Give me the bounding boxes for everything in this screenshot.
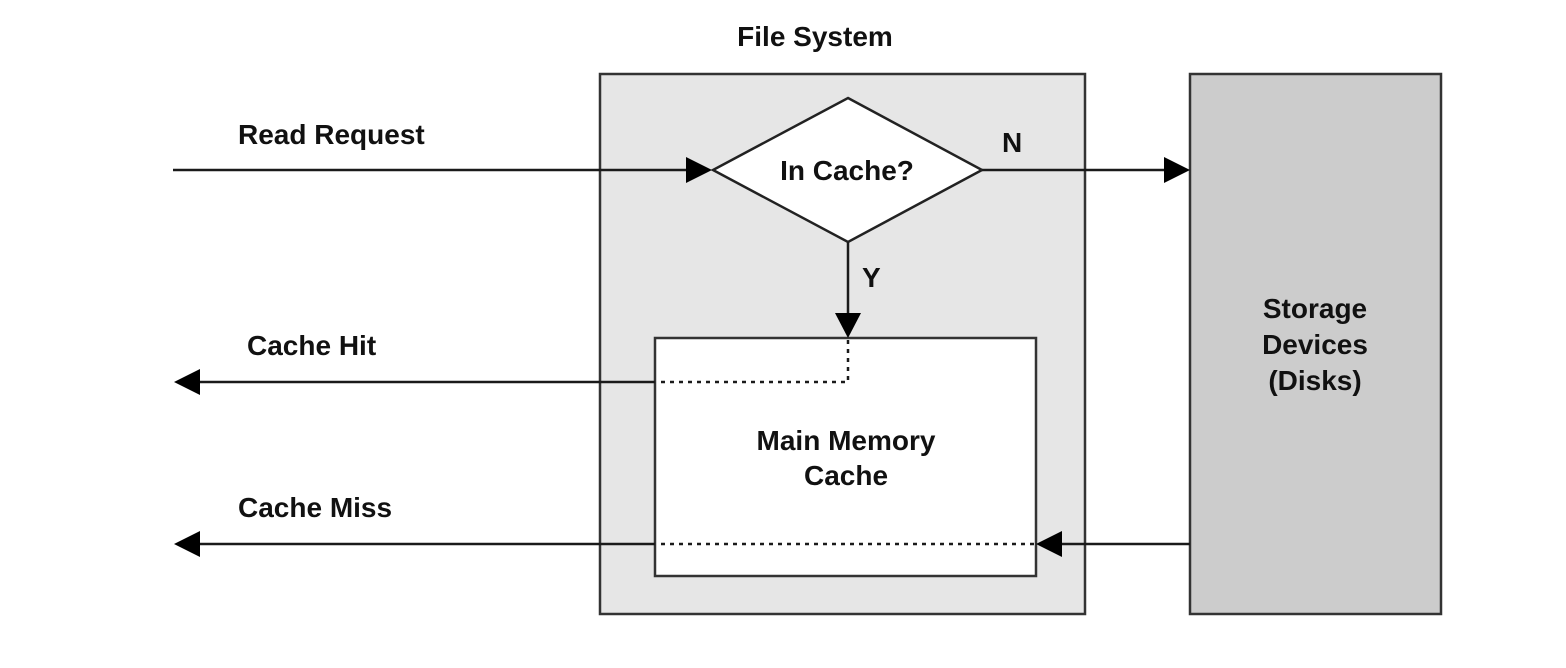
cache-miss-entry-arrowhead	[1036, 531, 1062, 557]
no-branch-label: N	[1002, 127, 1022, 158]
main-memory-cache-box	[653, 336, 1038, 578]
read-request-arrowhead	[686, 157, 712, 183]
storage-label-line-1: Storage	[1263, 293, 1367, 324]
yes-branch-arrowhead	[835, 313, 861, 338]
cache-label-line-1: Main Memory	[757, 425, 936, 456]
decision-label: In Cache?	[780, 155, 914, 186]
cache-hit-label: Cache Hit	[247, 330, 376, 361]
storage-devices-box	[1188, 72, 1443, 616]
read-request-label: Read Request	[238, 119, 425, 150]
storage-label-line-3: (Disks)	[1268, 365, 1361, 396]
cache-miss-label: Cache Miss	[238, 492, 392, 523]
cache-miss-arrowhead	[174, 531, 200, 557]
cache-label-line-2: Cache	[804, 460, 888, 491]
storage-label-line-2: Devices	[1262, 329, 1368, 360]
file-system-title: File System	[737, 21, 893, 52]
cache-hit-arrowhead	[174, 369, 200, 395]
no-branch-arrowhead	[1164, 157, 1190, 183]
yes-branch-label: Y	[862, 262, 881, 293]
